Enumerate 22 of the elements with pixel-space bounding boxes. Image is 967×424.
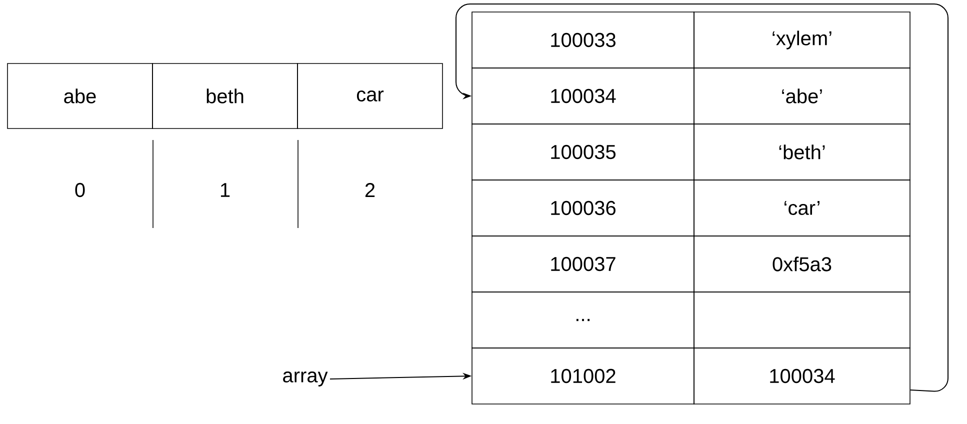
- table-cell: car: [297, 63, 443, 129]
- table-cell: abe: [7, 63, 153, 129]
- index-label: 1: [220, 183, 230, 197]
- empty-cell: [694, 292, 910, 348]
- table-cell: 100034: [472, 68, 694, 124]
- index-label: 2: [365, 183, 375, 197]
- index-label: 0: [75, 182, 85, 198]
- text-label: array: [283, 372, 328, 386]
- table-cell: 100036: [472, 180, 694, 236]
- table-cell: 100033: [472, 12, 694, 68]
- table-cell: 0xf5a3: [694, 236, 910, 292]
- table-cell: ‘car’: [694, 180, 910, 236]
- table-cell: 101002: [472, 348, 694, 404]
- table-cell: ‘xylem’: [694, 12, 910, 68]
- table-cell: ‘beth’: [694, 124, 910, 180]
- table-cell: beth: [152, 63, 298, 129]
- table-cell: 100034: [694, 348, 910, 404]
- table-cell: 100035: [472, 124, 694, 180]
- table-cell: ‘abe’: [694, 68, 910, 124]
- arrow: [456, 4, 948, 392]
- table-cell: ...: [472, 292, 694, 348]
- table-cell: 100037: [472, 236, 694, 292]
